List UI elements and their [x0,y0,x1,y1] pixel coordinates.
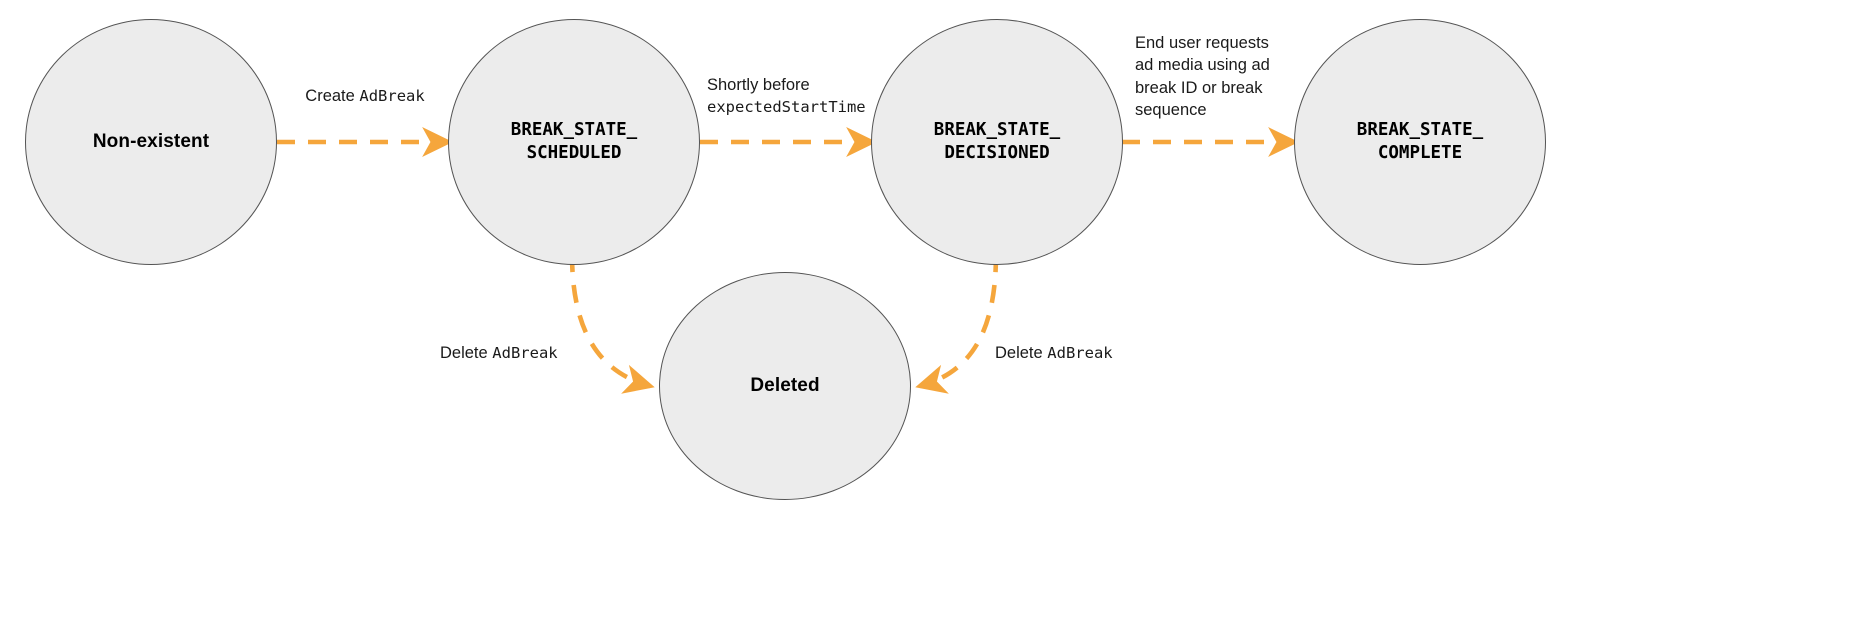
state-node-non-existent[interactable]: Non-existent [25,19,277,265]
state-node-deleted[interactable]: Deleted [659,272,911,500]
edge-delete-adbreak-from-decisioned [915,253,999,394]
state-node-label: BREAK_STATE_ SCHEDULED [510,119,638,163]
state-node-label: BREAK_STATE_ COMPLETE [1356,119,1484,163]
state-node-break-decisioned[interactable]: BREAK_STATE_ DECISIONED [871,19,1123,265]
state-node-break-complete[interactable]: BREAK_STATE_ COMPLETE [1294,19,1546,265]
state-node-break-scheduled[interactable]: BREAK_STATE_ SCHEDULED [448,19,700,265]
state-node-label: BREAK_STATE_ DECISIONED [933,119,1061,163]
edge-delete-adbreak-from-scheduled [569,253,655,394]
state-node-label: Non-existent [92,131,210,153]
state-node-label: Deleted [750,375,820,397]
